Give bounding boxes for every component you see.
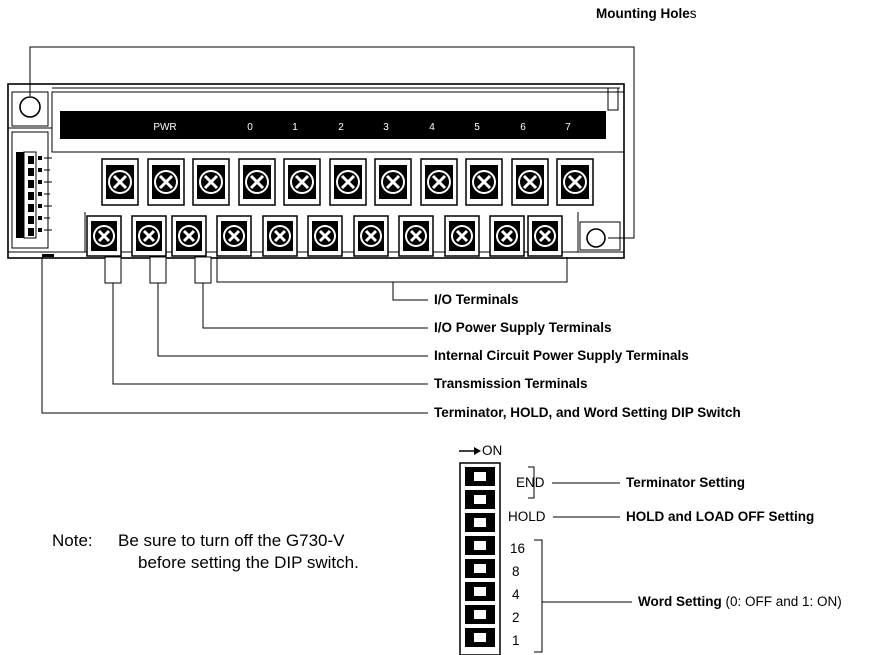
leader-lines (29, 46, 635, 653)
label-internal-circuit-power: Internal Circuit Power Supply Terminals (434, 348, 689, 363)
screw-terminal-icon (101, 158, 139, 206)
led-label: 2 (338, 122, 344, 133)
mounting-hole-right (579, 221, 621, 251)
device-dip-switch (16, 151, 52, 239)
screw-terminal-icon (171, 215, 207, 257)
note-line-1: Be sure to turn off the G730-V (118, 531, 345, 550)
dip-word-value: 8 (512, 564, 520, 579)
dip-on-label: ON (482, 443, 503, 458)
leader-internal-power (157, 283, 428, 357)
label-mounting-holes: Mounting Holes (596, 6, 697, 21)
led-label: 5 (474, 122, 480, 133)
label-hold-load-off: HOLD and LOAD OFF Setting (626, 509, 815, 524)
note-prefix: Note: (52, 531, 93, 550)
screw-terminal-icon (527, 215, 563, 257)
label-dip-switch: Terminator, HOLD, and Word Setting DIP S… (434, 405, 741, 420)
screw-terminal-icon (192, 158, 230, 206)
screw-terminal-icon (374, 158, 412, 206)
note-line-2: before setting the DIP switch. (138, 553, 359, 572)
leader-dip-switch (41, 257, 428, 414)
leader-io-terminals-drop (392, 282, 428, 301)
label-io-power-supply: I/O Power Supply Terminals (434, 320, 612, 335)
terminal-row-top (101, 158, 594, 206)
dip-end-label: END (516, 475, 545, 490)
terminal-stubs (104, 256, 212, 284)
led-label: PWR (153, 122, 176, 133)
dip-word-value: 2 (512, 610, 520, 625)
screw-terminal-icon (86, 215, 122, 257)
dip-word-value: 4 (512, 587, 520, 602)
screw-terminal-icon (238, 158, 276, 206)
dip-word-value: 1 (512, 633, 520, 648)
leader-mounting-holes (29, 46, 635, 239)
label-word-setting: Word Setting (0: OFF and 1: ON) (638, 594, 842, 609)
leader-io-terminals (216, 257, 568, 283)
screw-terminal-icon (444, 215, 480, 257)
terminal-row-bottom (86, 215, 563, 257)
led-label: 1 (292, 122, 298, 133)
led-indicator-bar (60, 111, 606, 139)
screw-terminal-icon (147, 158, 185, 206)
led-label: 7 (565, 122, 571, 133)
label-transmission-terminals: Transmission Terminals (434, 376, 588, 391)
screw-terminal-icon (131, 215, 167, 257)
bracket-word (534, 539, 543, 653)
on-arrow-icon (459, 447, 481, 455)
screw-terminal-icon (216, 215, 252, 257)
dip-hold-label: HOLD (508, 509, 546, 524)
label-terminator-setting: Terminator Setting (626, 475, 746, 490)
screw-terminal-icon (353, 215, 389, 257)
bracket-end (528, 466, 535, 499)
led-label: 3 (383, 122, 389, 133)
screw-terminal-icon (307, 215, 343, 257)
leader-io-power (202, 283, 428, 329)
led-label: 4 (429, 122, 435, 133)
screw-terminal-icon (398, 215, 434, 257)
screw-terminal-icon (262, 215, 298, 257)
screw-terminal-icon (556, 158, 594, 206)
screw-terminal-icon (283, 158, 321, 206)
led-label: 6 (520, 122, 526, 133)
leader-transmission (112, 283, 428, 385)
mounting-hole-left (11, 91, 49, 127)
screw-terminal-icon (329, 158, 367, 206)
device-dip-marking-icon (44, 157, 52, 231)
screw-terminal-icon (420, 158, 458, 206)
dip-word-value: 16 (510, 541, 526, 556)
screw-terminal-icon (489, 215, 525, 257)
screw-terminal-icon (465, 158, 503, 206)
label-io-terminals: I/O Terminals (434, 292, 519, 307)
led-label: 0 (247, 122, 253, 133)
terminal-block-body (7, 83, 625, 259)
dip-switch-detail (459, 462, 501, 655)
screw-terminal-icon (511, 158, 549, 206)
